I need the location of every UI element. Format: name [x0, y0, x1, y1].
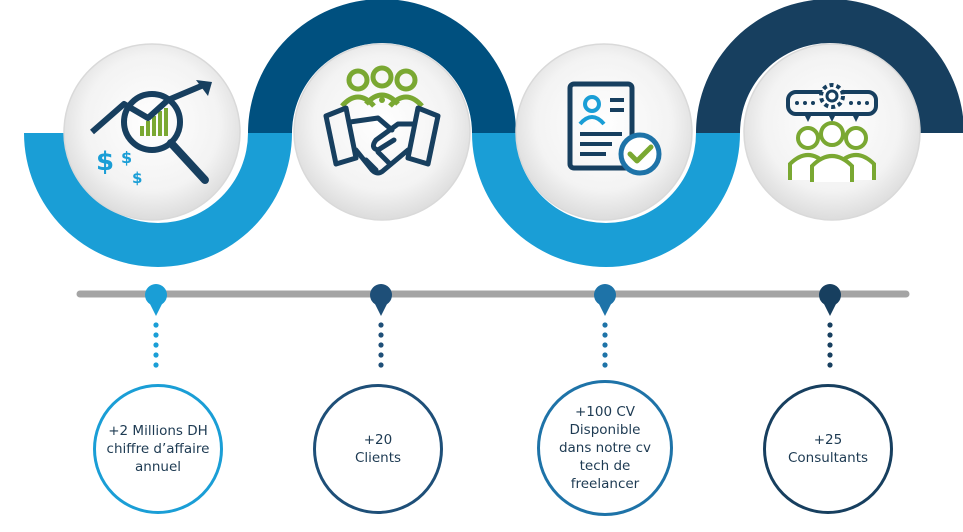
stat-circle-consultants: +25 Consultants	[763, 384, 893, 514]
svg-text:$: $	[96, 147, 114, 177]
marker-tail-2	[375, 304, 387, 316]
stat-text-cv: +100 CV Disponible dans notre cv tech de…	[558, 404, 652, 492]
marker-tail-3	[599, 304, 611, 316]
timeline-marker-4	[819, 284, 841, 306]
marker-tail-4	[824, 304, 836, 316]
stat-circle-cv: +100 CV Disponible dans notre cv tech de…	[537, 380, 673, 516]
connector-3	[602, 322, 608, 368]
svg-text:$: $	[132, 169, 142, 187]
icon-disc-2	[293, 43, 471, 221]
timeline-marker-2	[370, 284, 392, 306]
ribbon-segment-2	[248, 0, 516, 133]
cv-approved-icon	[567, 81, 662, 176]
connector-4	[827, 322, 833, 368]
connector-2	[378, 322, 384, 368]
timeline-marker-3	[594, 284, 616, 306]
ribbon-segment-4	[696, 0, 963, 133]
ribbon-segment-1	[24, 133, 292, 267]
ribbon-segment-3	[472, 133, 740, 267]
connector-1	[153, 322, 159, 368]
stat-text-revenue: +2 Millions DH chiffre d’affaire annuel	[106, 423, 210, 475]
timeline-marker-1	[145, 284, 167, 306]
svg-text:$: $	[121, 148, 132, 167]
handshake-clients-icon	[323, 65, 441, 176]
stat-circle-clients: +20 Clients	[313, 384, 443, 514]
consultants-team-icon	[786, 83, 878, 182]
stat-text-clients: +20 Clients	[354, 432, 402, 466]
stat-circle-revenue: +2 Millions DH chiffre d’affaire annuel	[93, 384, 223, 514]
marker-tail-1	[150, 304, 162, 316]
growth-analytics-icon: $ $ $	[90, 80, 212, 187]
stat-text-consultants: +25 Consultants	[787, 432, 869, 466]
